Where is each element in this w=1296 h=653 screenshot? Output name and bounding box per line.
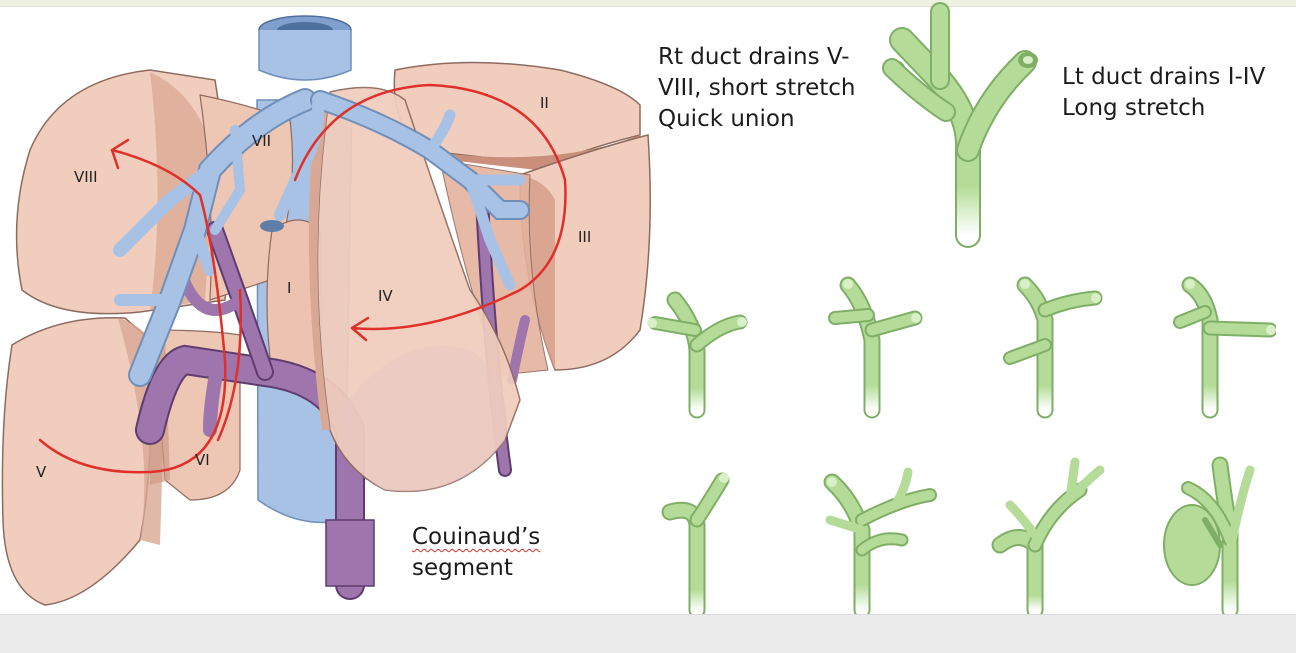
couinaud-caption-line1: Couinaud’s: [412, 524, 541, 550]
bile-duct-variant-7: [991, 457, 1105, 614]
slide-bottom-area: [0, 614, 1296, 653]
couinaud-caption-line2: segment: [412, 555, 513, 581]
couinaud-caption: Couinaud’s segment: [412, 522, 540, 584]
slide-top-strip: [0, 0, 1296, 7]
bile-duct-variant-4: [1173, 276, 1276, 419]
segment-labels: I II III IV V VI VII VIII: [36, 94, 591, 481]
left-duct-caption: Lt duct drains I-IV Long stretch: [1062, 62, 1265, 124]
right-duct-caption-line3: Quick union: [658, 106, 795, 132]
segment-label-iv: IV: [378, 287, 393, 305]
left-duct-caption-line1: Lt duct drains I-IV: [1062, 64, 1266, 90]
hepatic-veins: [113, 88, 530, 387]
bile-duct-variant-5: [661, 472, 730, 614]
bile-duct-variant-8: [1163, 456, 1255, 614]
bile-duct-variant-1: [647, 291, 748, 419]
segment-label-v: V: [36, 463, 47, 481]
segment-label-ii: II: [540, 94, 549, 112]
bile-duct-variant-3: [1003, 276, 1103, 419]
segment-label-i: I: [287, 279, 291, 297]
segment-label-viii: VIII: [74, 168, 98, 186]
flow-arrows: [38, 83, 567, 474]
bile-duct-diagrams: [647, 2, 1276, 614]
segment-label-iii: III: [578, 228, 591, 246]
segment-label-vii: VII: [252, 132, 271, 150]
slide: I II III IV V VI VII VIII: [0, 0, 1296, 614]
left-duct-caption-line2: Long stretch: [1062, 95, 1206, 121]
couinaud-liver-diagram: I II III IV V VI VII VIII: [1, 15, 651, 606]
segment-label-vi: VI: [195, 451, 210, 469]
bile-duct-variant-2: [828, 276, 923, 419]
right-duct-caption-line2: VIII, short stretch: [658, 75, 856, 101]
bile-duct-variant-6: [823, 467, 937, 614]
right-duct-caption-line1: Rt duct drains V-: [658, 44, 850, 70]
bile-duct-main-y: [883, 2, 1038, 248]
